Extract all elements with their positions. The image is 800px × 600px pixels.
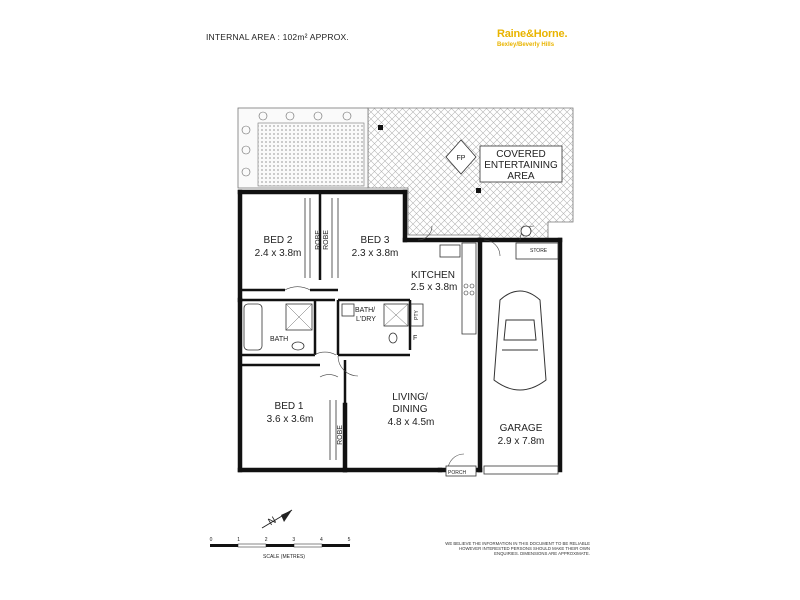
living-name-2: DINING <box>393 404 428 415</box>
covered-area-label-1: COVERED <box>496 149 545 160</box>
shower-cross <box>285 303 313 331</box>
garage-door <box>483 465 559 475</box>
scale-bar <box>210 543 350 548</box>
bath-label: BATH <box>270 336 288 343</box>
post-icon <box>476 188 481 193</box>
exterior-walls <box>237 189 563 473</box>
compass-icon: N <box>261 509 293 529</box>
scale-tick-label: 0 <box>210 537 213 543</box>
kitchen-size: 2.5 x 3.8m <box>411 282 458 293</box>
robe-label-bed3: ROBE <box>323 230 330 250</box>
bath-ldry-label-2: L'DRY <box>356 316 376 323</box>
shrub-icons <box>241 111 352 177</box>
robes <box>304 198 339 460</box>
agency-logo: Raine&Horne. Bexley/Beverly Hills <box>497 28 568 48</box>
disclaimer-text: WE BELIEVE THE INFORMATION IN THIS DOCUM… <box>445 541 590 556</box>
bed3-name: BED 3 <box>361 235 390 246</box>
covered-area-label-box <box>479 145 563 183</box>
porch-box <box>445 465 477 477</box>
toilet-icon <box>291 341 305 351</box>
robe-label-bed1: ROBE <box>337 425 344 445</box>
store-box <box>515 242 559 260</box>
bed2-size: 2.4 x 3.8m <box>255 248 302 259</box>
agency-branch: Bexley/Beverly Hills <box>497 42 555 48</box>
robe-label-bed2: ROBE <box>315 230 322 250</box>
porch-label: PORCH <box>448 470 466 476</box>
internal-area-label: INTERNAL AREA : 102m² APPROX. <box>206 32 349 42</box>
door-swings <box>284 225 535 471</box>
lawn-area <box>257 122 365 187</box>
bed3-size: 2.3 x 3.8m <box>352 248 399 259</box>
sink-icon <box>439 244 461 258</box>
covered-area-label-2: ENTERTAINING <box>484 160 558 171</box>
covered-area-label-3: AREA <box>507 171 535 182</box>
fireplace-icon <box>445 139 477 175</box>
scale-ticks: 0 1 2 3 4 5 <box>210 537 351 543</box>
kitchen-name: KITCHEN <box>411 270 455 281</box>
hot-water-icon <box>520 225 532 237</box>
store-label: STORE <box>530 248 548 254</box>
laundry-shower-cross <box>383 303 409 327</box>
scale-tick-label: 3 <box>292 537 295 543</box>
pantry-box <box>410 303 424 327</box>
interior-walls <box>240 192 412 405</box>
fireplace-label: FP <box>457 155 466 162</box>
bed1-name: BED 1 <box>275 401 304 412</box>
cooktop-icon <box>463 283 475 296</box>
pantry-label: PTY <box>414 309 420 319</box>
scale-tick-label: 2 <box>265 537 268 543</box>
scale-tick-label: 4 <box>320 537 323 543</box>
bed2-name: BED 2 <box>264 235 293 246</box>
garage-size: 2.9 x 7.8m <box>498 436 545 447</box>
laundry-tub-icon <box>341 303 355 317</box>
bath-ldry-label-1: BATH/ <box>355 307 375 314</box>
car-icon <box>493 290 547 391</box>
living-name-1: LIVING/ <box>392 392 428 403</box>
scale-tick-label: 1 <box>237 537 240 543</box>
scale-label: SCALE (METRES) <box>263 554 305 560</box>
compass-north-label: N <box>267 515 279 528</box>
laundry-toilet-icon <box>388 332 398 344</box>
living-size: 4.8 x 4.5m <box>388 417 435 428</box>
agency-name: Raine&Horne. <box>497 28 568 40</box>
bathtub-icon <box>243 303 263 351</box>
kitchen-bench <box>461 242 477 335</box>
fridge-label: F <box>413 335 417 342</box>
garage-name: GARAGE <box>500 423 543 434</box>
post-icon <box>378 125 383 130</box>
bed1-size: 3.6 x 3.6m <box>267 414 314 425</box>
scale-tick-label: 5 <box>348 537 351 543</box>
